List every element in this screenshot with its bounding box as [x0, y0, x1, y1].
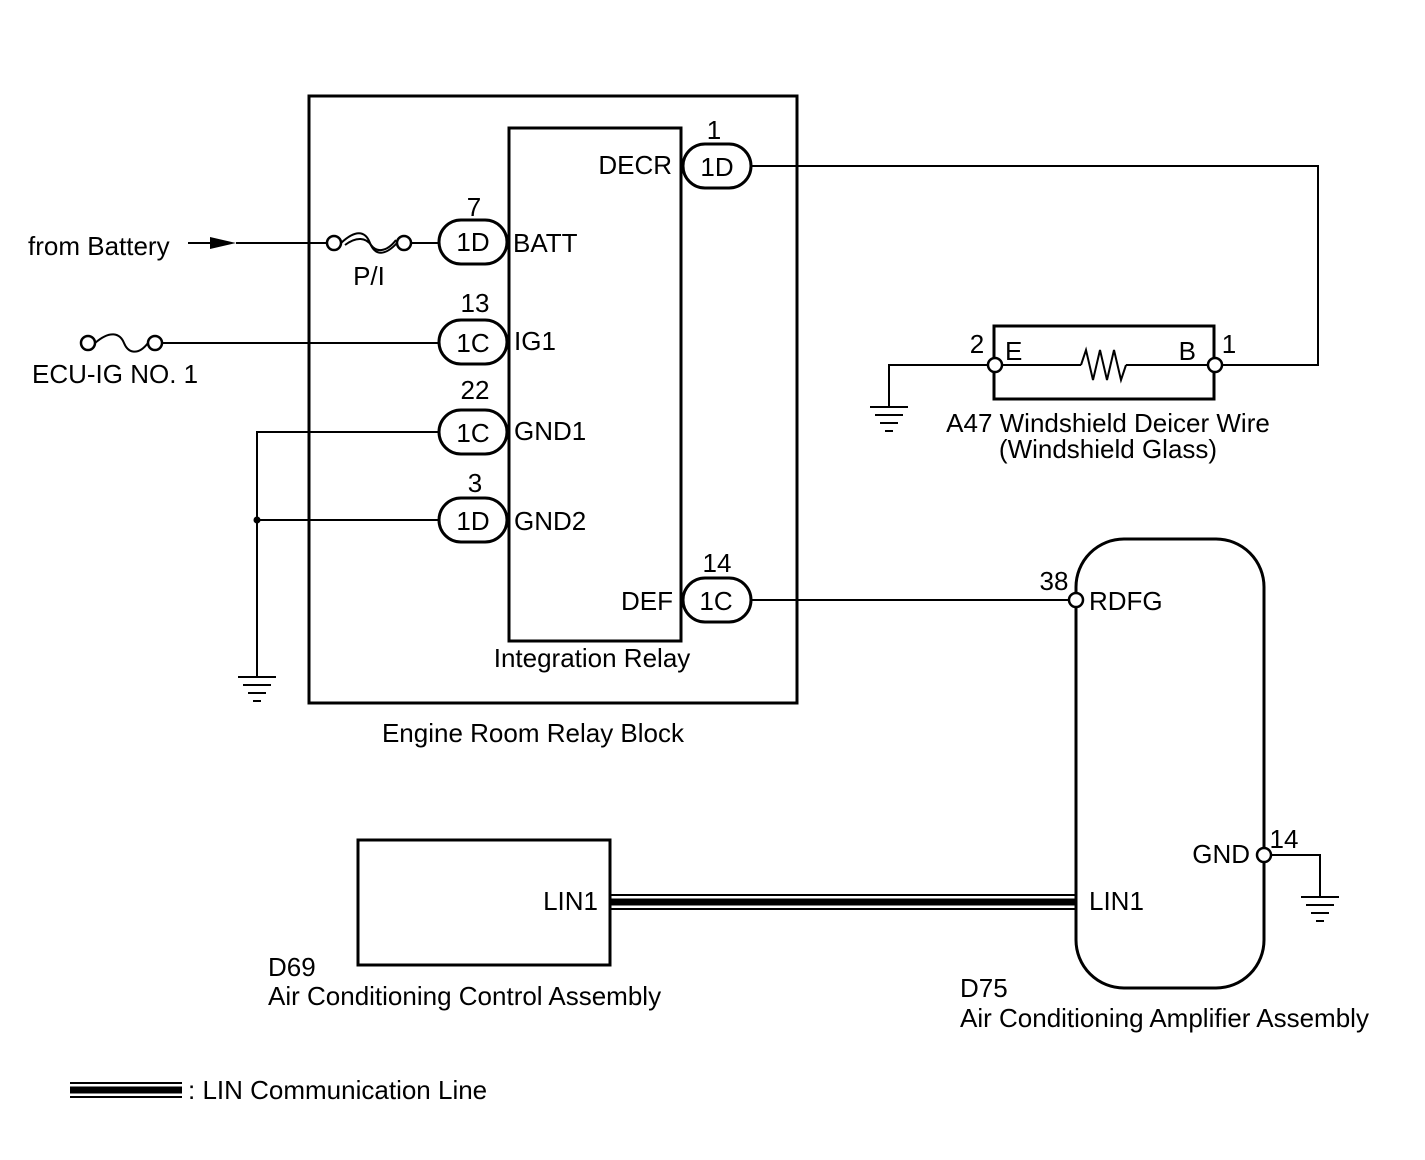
connector-batt-code: 1D: [456, 227, 489, 257]
amp-pin-lin1-label: LIN1: [1089, 886, 1144, 916]
ac-amplifier-box: [1074, 537, 1266, 990]
lin-communication-line: [610, 894, 1076, 910]
integration-relay-label: Integration Relay: [494, 643, 691, 673]
engine-room-relay-block: [307, 94, 799, 705]
connector-decr-code: 1D: [700, 152, 733, 182]
ground-icon: [1301, 896, 1339, 922]
deicer-pin-b-number: 1: [1222, 329, 1236, 359]
wire-gnd1: [256, 431, 439, 676]
connector-batt: [437, 218, 509, 266]
wire-amp-ground: [1271, 854, 1321, 896]
connector-ig1-code: 1C: [456, 328, 489, 358]
deicer-pin-e-number: 2: [970, 329, 984, 359]
battery-label: from Battery: [28, 231, 170, 261]
ac-amplifier-name: Air Conditioning Amplifier Assembly: [960, 1003, 1369, 1033]
deicer-name: A47 Windshield Deicer Wire: [946, 408, 1270, 438]
pin-batt-label: BATT: [513, 228, 578, 258]
amp-terminal-rdfg: [1067, 591, 1085, 609]
pin-batt-number: 7: [467, 192, 481, 222]
connector-def-code: 1C: [699, 586, 732, 616]
ac-control-code: D69: [268, 952, 316, 982]
amp-pin-rdfg-label: RDFG: [1089, 586, 1163, 616]
control-pin-lin1-label: LIN1: [543, 886, 598, 916]
pin-decr-number: 1: [707, 115, 721, 145]
pin-ig1-number: 13: [461, 288, 490, 318]
pin-decr-label: DECR: [598, 150, 672, 180]
fuse-ecu-ig-terminal-left: [79, 334, 97, 352]
deicer-terminal-e: [986, 356, 1004, 374]
deicer-pin-b-label: B: [1179, 336, 1196, 366]
deicer-pin-e-label: E: [1005, 336, 1022, 366]
pin-def-label: DEF: [621, 586, 673, 616]
pin-gnd2-number: 3: [468, 468, 482, 498]
engine-room-relay-block-label: Engine Room Relay Block: [382, 718, 685, 748]
battery-arrow-icon: [210, 237, 236, 249]
pin-def-number: 14: [703, 548, 732, 578]
fuse-pi-terminal-right: [395, 234, 413, 252]
ecu-ig-label: ECU-IG NO. 1: [32, 359, 198, 389]
legend-lin-line-sample: [70, 1082, 182, 1098]
ac-control-name: Air Conditioning Control Assembly: [268, 981, 661, 1011]
deicer-terminal-b: [1206, 356, 1224, 374]
pin-gnd2-label: GND2: [514, 506, 586, 536]
pin-gnd1-number: 22: [461, 375, 490, 405]
ground-icon: [870, 406, 908, 432]
wire-deicer-ground: [888, 364, 988, 406]
ac-amplifier-code: D75: [960, 973, 1008, 1003]
legend-lin-line-label: : LIN Communication Line: [188, 1075, 487, 1105]
junction-dot: [253, 516, 261, 524]
fuse-pi-terminal-left: [325, 234, 343, 252]
resistor-icon: [1080, 346, 1127, 384]
fuse-ecu-ig-terminal-right: [146, 334, 164, 352]
connector-ig1: [437, 318, 509, 366]
amp-pin-gnd-number: 14: [1270, 824, 1299, 854]
integration-relay: [507, 126, 683, 643]
ground-icon: [238, 676, 276, 702]
connector-gnd2-code: 1D: [456, 506, 489, 536]
fuse-pi-label: P/I: [353, 261, 385, 291]
pin-ig1-label: IG1: [514, 326, 556, 356]
wire-decr-deicer: [751, 165, 1319, 366]
connector-gnd1-code: 1C: [456, 418, 489, 448]
amp-pin-gnd-label: GND: [1192, 839, 1250, 869]
amp-pin-rdfg-number: 38: [1040, 566, 1069, 596]
deicer-subtitle: (Windshield Glass): [999, 434, 1217, 464]
pin-gnd1-label: GND1: [514, 416, 586, 446]
fuse-ecu-ig-icon: [94, 333, 149, 353]
